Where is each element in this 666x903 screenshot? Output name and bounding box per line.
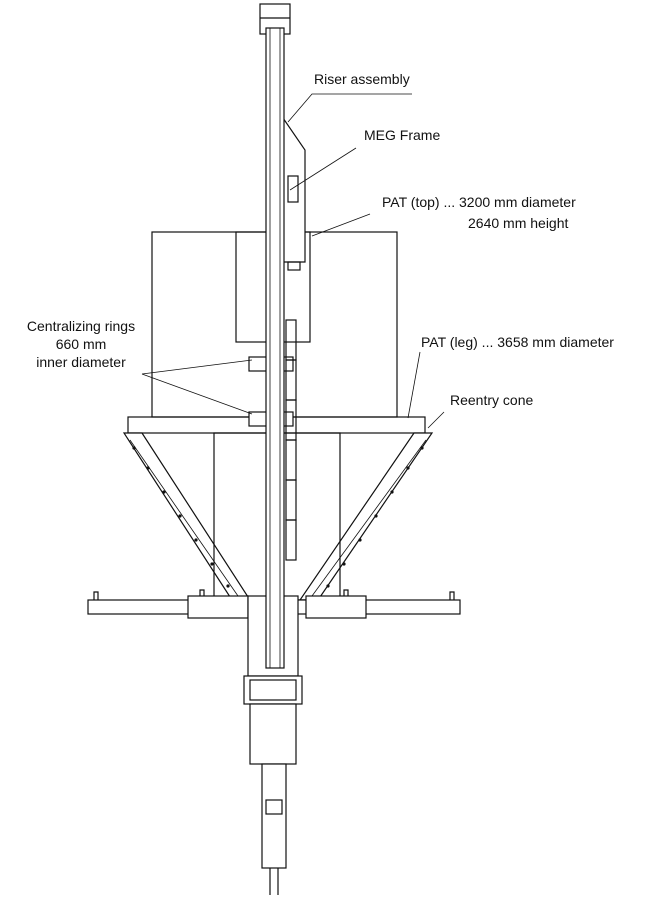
leader-lines [141,93,445,429]
label-pat-top-height: 2640 mm height [468,215,569,231]
label-reentry-cone: Reentry cone [450,392,534,408]
cone-bolt-holes [132,446,424,588]
label-centralizing-rings: Centralizing rings [26,318,136,334]
reentry-cone-right-arm [298,432,434,601]
reentry-cone-left-arm [122,432,252,601]
label-centralizing-660mm: 660 mm [55,336,107,352]
label-riser-assembly: Riser assembly [314,71,410,87]
label-pat-leg: PAT (leg) ... 3658 mm diameter [421,334,614,350]
riser-pipe [259,3,291,669]
label-meg-frame: MEG Frame [364,127,441,143]
label-pat-top-diameter: PAT (top) ... 3200 mm diameter [382,194,576,210]
meg-frame [282,116,306,271]
label-centralizing-inner-diameter: inner diameter [36,354,126,370]
